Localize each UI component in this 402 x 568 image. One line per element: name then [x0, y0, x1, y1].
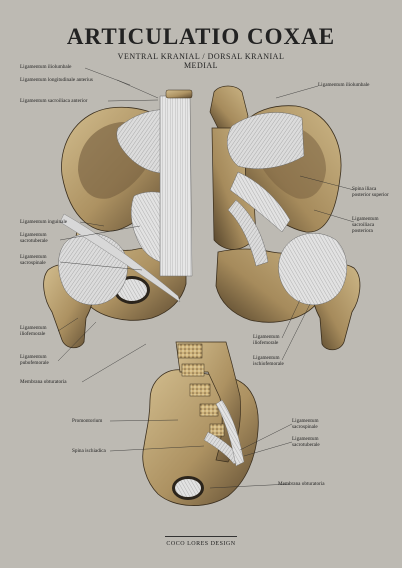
label-lig-iliofemorale-left-line2: iliofemorale: [20, 331, 46, 337]
label-lig-pubofemorale-line2: pubofemorale: [20, 360, 49, 366]
label-lig-sacrotuberale-bottom: Ligamentum sacrotuberale: [292, 436, 320, 448]
label-lig-sacrotuberale-left-line2: sacrotuberale: [20, 238, 48, 244]
left-hip-capsule: [58, 233, 128, 306]
label-membrana-obturatoria-left: Membrana obturatoria: [20, 379, 67, 385]
footer-credit: COCO LORES DESIGN: [166, 541, 236, 547]
lumbar-vertebral-body: [177, 343, 203, 359]
subtitle-views: VENTRAL KRANIAL / DORSAL KRANIAL: [117, 52, 285, 61]
label-lig-sacroiliaca-post-line3: posteriora: [352, 228, 373, 234]
subtitle-medial: MEDIAL: [183, 61, 219, 70]
label-lig-sacrospinale-left-line2: sacrospinale: [20, 260, 46, 266]
medial-sacrospinous-ligament: [203, 431, 241, 465]
label-lig-iliofemorale-right-line2: iliofemorale: [253, 340, 279, 346]
label-lig-sacrotuberale-left: Ligamentum sacrotuberale: [20, 232, 48, 244]
label-lig-iliofemorale-left: Ligamentum iliofemorale: [20, 325, 47, 337]
label-lig-sacrotuberale-left-line1: Ligamentum: [20, 232, 47, 238]
label-lig-iliolumbale-left: Ligamentum iliolumbale: [20, 64, 72, 70]
label-lig-sacroiliaca-post-line1: Ligamentum: [352, 216, 379, 222]
label-lig-iliofemorale-right-line1: Ligamentum: [253, 334, 280, 340]
label-spina-iliaca-line1: Spina iliaca: [352, 186, 377, 192]
poster-subtitle: VENTRAL KRANIAL / DORSAL KRANIAL MEDIAL: [0, 52, 402, 70]
label-lig-ischiofemorale: Ligamentum ischiofemorale: [253, 355, 284, 367]
posterior-sacroiliac-ligaments: [226, 112, 305, 169]
footer-divider: [165, 536, 237, 537]
label-lig-iliofemorale-left-line1: Ligamentum: [20, 325, 47, 331]
label-lig-inguinale: Ligamentum inguinale: [20, 219, 68, 225]
medial-pelvis-figure: [142, 341, 259, 506]
label-spina-ischiadica: Spina ischiadica: [72, 448, 106, 454]
label-membrana-obturatoria-bottom: Membrana obturatoria: [278, 481, 325, 487]
label-lig-sacrotuberale-bottom-line1: Ligamentum: [292, 436, 319, 442]
poster-title: ARTICULATIO COXAE: [66, 24, 336, 49]
label-promontorium: Promontorium: [72, 418, 103, 424]
right-hip-capsule: [278, 233, 348, 306]
sacral-segment-2: [189, 383, 211, 397]
label-lig-sacrospinale-bottom-line2: sacrospinale: [292, 424, 318, 430]
left-sacroiliac-ligaments: [116, 109, 175, 174]
label-lig-ischiofemorale-line2: ischiofemorale: [253, 361, 284, 367]
label-lig-iliofemorale-right: Ligamentum iliofemorale: [253, 334, 280, 346]
label-lig-longitudinale-anterius: Ligamentum longitudinale anterius: [20, 77, 93, 83]
label-lig-sacroiliaca-anterior: Ligamentum sacroiliaca anterior: [20, 98, 88, 104]
label-lig-iliolumbale-right: Ligamentum iliolumbale: [318, 82, 370, 88]
label-lig-pubofemorale-line1: Ligamentum: [20, 354, 47, 360]
label-spina-iliaca: Spina iliaca posterior superior: [352, 186, 389, 198]
ventral-pelvis-figure: [43, 89, 193, 349]
right-sacrotuberous-ligament: [229, 171, 291, 233]
anterior-longitudinal-ligament: [159, 95, 193, 277]
medial-sacrotuberous-ligament: [215, 399, 245, 467]
label-lig-ischiofemorale-line1: Ligamentum: [253, 355, 280, 361]
label-lig-sacrospinale-left-line1: Ligamentum: [20, 254, 47, 260]
sacral-segment-1: [181, 363, 205, 377]
label-lig-sacroiliaca-post-line2: sacroiliaca: [352, 222, 375, 228]
dorsal-pelvis-figure: [209, 85, 361, 351]
label-lig-sacrospinale-bottom-line1: Ligamentum: [292, 418, 319, 424]
left-inguinal-band: [59, 213, 181, 303]
label-lig-sacroiliaca-posteriora: Ligamentum sacroiliaca posteriora: [352, 216, 379, 234]
label-spina-iliaca-line2: posterior superior: [352, 192, 389, 198]
sacral-segment-4: [209, 423, 225, 437]
label-lig-sacrotuberale-bottom-line2: sacrotuberale: [292, 442, 320, 448]
sacral-segment-3: [199, 403, 219, 417]
label-lig-sacrospinale-left: Ligamentum sacrospinale: [20, 254, 47, 266]
label-lig-pubofemorale: Ligamentum pubofemorale: [20, 354, 49, 366]
label-lig-sacrospinale-bottom: Ligamentum sacrospinale: [292, 418, 319, 430]
leader-lines: [57, 67, 355, 489]
lumbar-vertebra-top-left: [165, 89, 193, 99]
right-sacrospinous-ligament: [227, 199, 269, 267]
